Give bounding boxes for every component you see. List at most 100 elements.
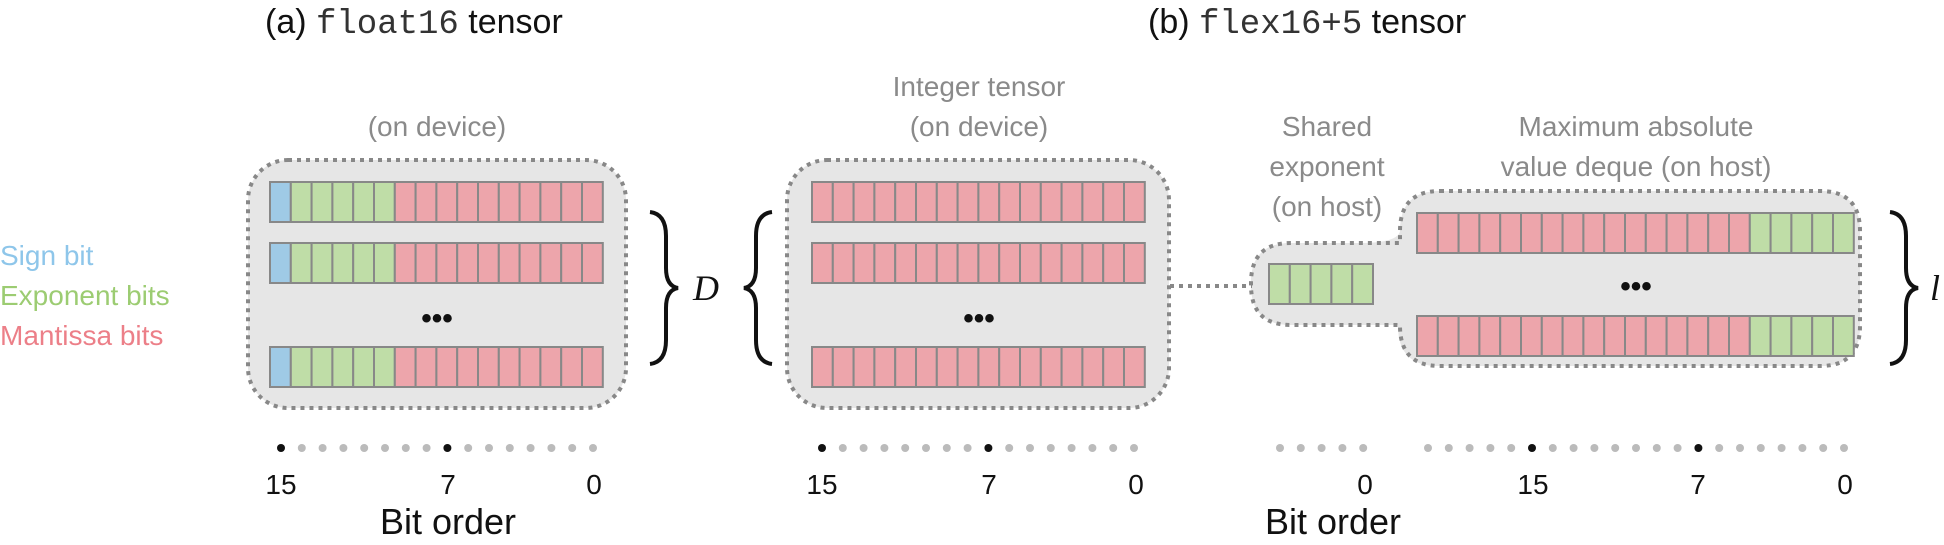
exponent-bit-cell [1790, 315, 1814, 357]
deque-bit-dot [1694, 444, 1703, 452]
mantissa-bit-cell [1102, 181, 1125, 223]
mantissa-bit-cell [852, 242, 876, 284]
exponent-bit-cell [1769, 315, 1793, 357]
panel-b-title: (b) flex16+5 tensor [1148, 3, 1466, 44]
mantissa-bit-cell [956, 346, 980, 388]
mantissa-bit-cell [456, 242, 480, 284]
panel-a-bit-dot [547, 444, 556, 452]
mantissa-bit-cell [1081, 181, 1105, 223]
deque-caption-line-2: value deque (on host) [1501, 151, 1772, 182]
mantissa-bit-cell [581, 242, 604, 284]
deque-ellipsis: ••• [1620, 270, 1652, 303]
float16-row [269, 242, 604, 284]
integer-bit-label-15: 15 [806, 469, 837, 500]
mantissa-bit-cell [497, 181, 521, 223]
mantissa-bit-cell [894, 346, 918, 388]
mantissa-bit-cell [1561, 212, 1585, 254]
mantissa-bit-cell [435, 181, 459, 223]
mantissa-bit-cell [1102, 242, 1125, 284]
integer-bit-dot [838, 444, 847, 452]
mantissa-bit-cell [915, 242, 938, 284]
exponent-bit-cell [1790, 212, 1814, 254]
deque-bit-dot [1798, 444, 1807, 452]
mantissa-bit-cell [811, 346, 834, 388]
deque-bit-dot [1632, 444, 1640, 452]
bit-dots [277, 444, 1848, 452]
exponent-bit-cell [289, 242, 313, 284]
mantissa-bit-cell [1520, 315, 1543, 357]
mantissa-bit-cell [1603, 315, 1626, 357]
mantissa-bit-cell [935, 242, 959, 284]
mantissa-bit-cell [873, 346, 897, 388]
deque-bit-dot [1611, 444, 1620, 452]
deque-bit-dot [1507, 444, 1516, 452]
bit-cells [269, 181, 1855, 388]
shared-caption-line-3: (on host) [1272, 191, 1383, 222]
mantissa-bit-cell [831, 242, 855, 284]
panel-a-bit-dot [505, 444, 514, 452]
mantissa-bit-cell [1561, 315, 1585, 357]
integer-bit-dot [859, 444, 868, 452]
deque-bit-dot [1652, 444, 1661, 452]
exponent-bit-cell [1811, 315, 1834, 357]
mantissa-bit-cell [1478, 315, 1502, 357]
legend-mantissa-label: Mantissa bits [0, 320, 164, 351]
panel-a-bit-dot [381, 444, 389, 452]
mantissa-bit-cell [1644, 315, 1668, 357]
panel-a-bit-label-15: 15 [265, 469, 296, 500]
deque-bit-dot [1569, 444, 1578, 452]
mantissa-bit-cell [1624, 315, 1647, 357]
exponent-bit-cell [1748, 315, 1772, 357]
mantissa-bit-cell [456, 346, 480, 388]
mantissa-bit-cell [1457, 315, 1481, 357]
integer-bit-dot [1130, 444, 1138, 452]
panel-a-bit-dot [297, 444, 306, 452]
mantissa-bit-cell [956, 181, 980, 223]
exponent-bit-cell [1330, 263, 1354, 305]
mantissa-bit-cell [1644, 212, 1668, 254]
integer-row [811, 346, 1146, 388]
integer-bit-dot [1067, 444, 1076, 452]
exponent-bit-cell [331, 346, 355, 388]
exponent-bit-cell [352, 181, 376, 223]
mantissa-bit-cell [1728, 212, 1751, 254]
exponent-bit-cell [373, 181, 396, 223]
mantissa-bit-cell [873, 242, 897, 284]
exponent-bit-cell [1832, 315, 1855, 357]
mantissa-bit-cell [915, 346, 938, 388]
mantissa-bit-cell [1416, 315, 1439, 357]
deque-bit-label-7: 7 [1690, 469, 1706, 500]
exponent-bit-cell [1832, 212, 1855, 254]
sign-bit-cell [269, 242, 292, 284]
mantissa-bit-cell [477, 242, 500, 284]
mantissa-bit-cell [894, 242, 918, 284]
deque-bit-dot [1444, 444, 1453, 452]
deque-row [1416, 212, 1855, 254]
exponent-bit-cell [1268, 263, 1291, 305]
mantissa-bit-cell [1582, 212, 1606, 254]
panel-a-bit-dot [568, 444, 577, 452]
mantissa-bit-cell [1081, 242, 1105, 284]
exponent-bit-cell [289, 181, 313, 223]
shared-caption-line-2: exponent [1269, 151, 1384, 182]
mantissa-bit-cell [539, 242, 563, 284]
mantissa-bit-cell [539, 181, 563, 223]
deque-bit-dot [1548, 444, 1557, 452]
mantissa-bit-cell [1039, 346, 1063, 388]
mantissa-bit-cell [831, 346, 855, 388]
mantissa-bit-cell [560, 346, 584, 388]
mantissa-bit-cell [1540, 315, 1564, 357]
integer-bit-dot [1046, 444, 1055, 452]
shared-bit-dot [1296, 444, 1305, 452]
panel-a-brace-symbol: D [692, 268, 719, 308]
mantissa-bit-cell [393, 181, 417, 223]
exponent-bit-cell [1748, 212, 1772, 254]
mantissa-bit-cell [1123, 346, 1146, 388]
float16-row [269, 181, 604, 223]
integer-ellipsis: ••• [963, 302, 995, 335]
mantissa-bit-cell [1060, 242, 1084, 284]
mantissa-bit-cell [956, 242, 980, 284]
mantissa-bit-cell [1499, 212, 1522, 254]
exponent-bit-cell [310, 242, 334, 284]
